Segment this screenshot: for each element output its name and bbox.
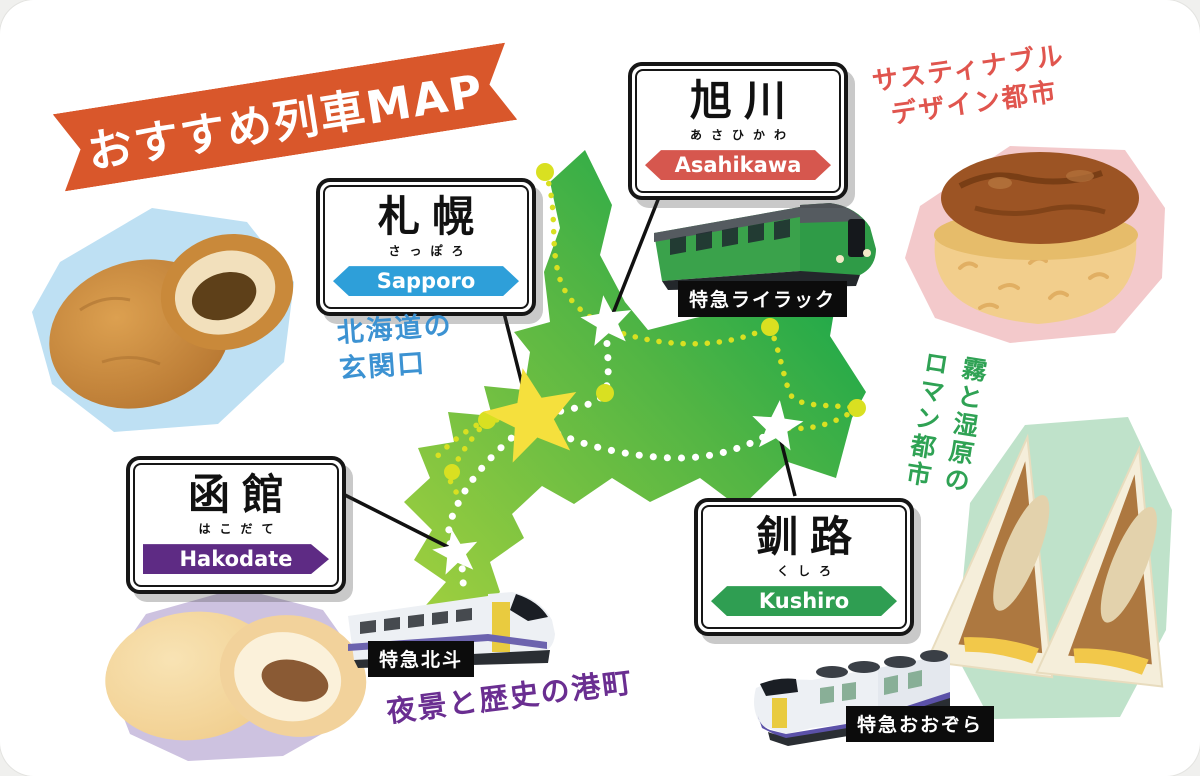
- food-melon-pan: [105, 588, 367, 761]
- train-lilac: [654, 203, 876, 290]
- station-sign-kushiro: 釧路 くしろ Kushiro: [694, 498, 914, 637]
- station-name-kanji: 旭川: [689, 76, 798, 125]
- train-label-lilac: 特急ライラック: [678, 281, 848, 317]
- station-sign-asahikawa: 旭川 あさひかわ Asahikawa: [628, 62, 848, 201]
- star-kushiro: [752, 400, 804, 451]
- station-name-kanji: 釧路: [755, 512, 864, 561]
- station-name-romaji-bar: Sapporo: [333, 266, 519, 296]
- food-katsu-sandwich: [930, 417, 1172, 719]
- star-hakodate: [432, 529, 478, 575]
- station-sign-sapporo: 札幌 さっぽろ Sapporo: [316, 178, 536, 317]
- train-ozora: [754, 650, 950, 746]
- food-curry-bread: [32, 208, 294, 432]
- sandwich-half-left: [930, 433, 1054, 679]
- station-name-romaji-bar: Asahikawa: [645, 150, 831, 180]
- star-sapporo: [483, 368, 577, 463]
- train-label-ozora: 特急おおぞら: [846, 706, 995, 742]
- station-name-romaji-bar: Hakodate: [143, 544, 329, 574]
- star-asahikawa: [580, 295, 632, 346]
- note-sapporo-gateway: 北海道の 玄関口: [335, 310, 454, 386]
- train-label-hokuto: 特急北斗: [368, 641, 475, 677]
- station-name-kana: くしろ: [776, 564, 840, 579]
- station-name-kana: はこだて: [198, 522, 283, 537]
- station-stars: [432, 295, 804, 575]
- station-name-kanji: 札幌: [377, 192, 486, 241]
- hokkaido-landmass: [404, 150, 866, 650]
- station-name-romaji-bar: Kushiro: [711, 586, 897, 616]
- station-name-kanji: 函館: [187, 470, 296, 519]
- sandwich-half-right: [1035, 445, 1164, 688]
- food-baked-rice: [905, 146, 1165, 343]
- station-name-kana: あさひかわ: [689, 128, 795, 143]
- station-name-kana: さっぽろ: [388, 244, 473, 259]
- station-sign-hakodate: 函館 はこだて Hakodate: [126, 456, 346, 595]
- route-junction-dots: [444, 163, 866, 480]
